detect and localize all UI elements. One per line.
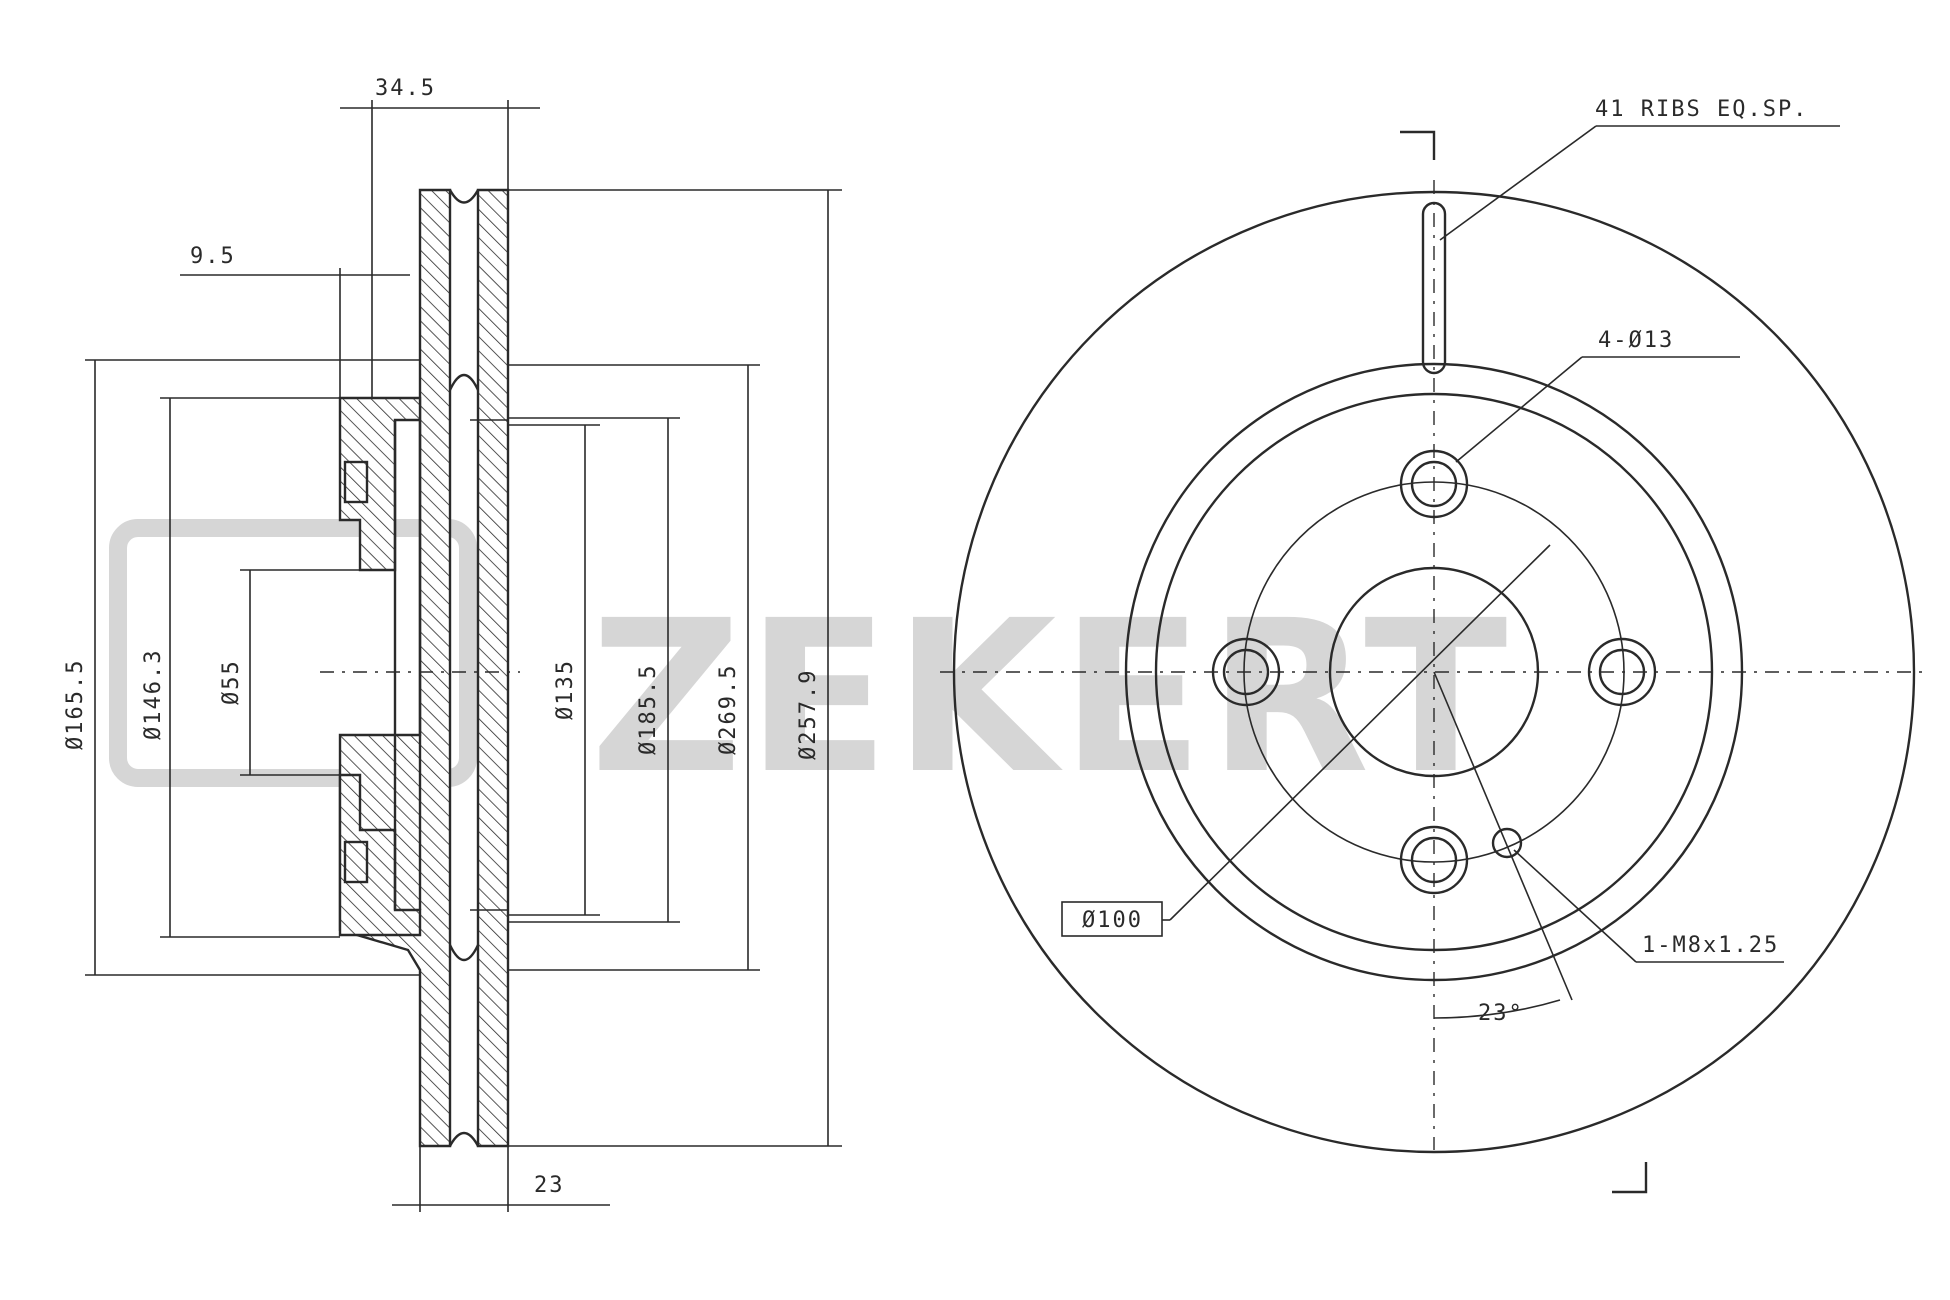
leader-ribs — [1439, 125, 1597, 241]
note-4-holes: 4-Ø13 — [1598, 328, 1674, 353]
dim-dia-257-9: Ø257.9 — [796, 669, 821, 760]
dim-dia-165-5: Ø165.5 — [63, 659, 88, 750]
dim-dia-269-5: Ø269.5 — [716, 664, 741, 755]
angle-arc — [1433, 999, 1561, 1019]
section-view: 34.5 9.5 23 Ø165.5 Ø146.3 Ø55 Ø135 — [63, 76, 842, 1212]
angle-line — [1433, 671, 1573, 1001]
threaded-hole — [1491, 827, 1523, 859]
hat-flange-upper — [338, 396, 422, 572]
dim-dia-146-3: Ø146.3 — [141, 649, 166, 740]
section-marker-bottom — [1612, 1162, 1648, 1194]
bolt-hole-lower — [343, 840, 369, 884]
disc-inner-plate-right — [476, 188, 510, 1148]
leader-holes — [1455, 356, 1583, 463]
vent-channel-mid-lower — [448, 944, 480, 962]
dim-dia-55: Ø55 — [219, 659, 244, 705]
pcd-label-box — [1061, 901, 1163, 937]
dim-dia-185-5: Ø185.5 — [636, 664, 661, 755]
section-marker-top — [1400, 130, 1436, 160]
note-41-ribs: 41 RIBS EQ.SP. — [1595, 97, 1808, 122]
zekert-watermark: ZEKERT — [109, 519, 1511, 820]
dim-34-5: 34.5 — [375, 76, 436, 101]
bolt-hole-upper — [343, 460, 369, 504]
vent-channel-top — [448, 189, 480, 204]
watermark-text: ZEKERT — [590, 575, 1511, 820]
dim-dia-135: Ø135 — [553, 659, 578, 720]
dim-23: 23 — [534, 1173, 565, 1198]
dim-9-5: 9.5 — [190, 244, 236, 269]
leader-pcd — [1169, 544, 1551, 921]
note-angle: 23° — [1478, 1001, 1524, 1026]
vent-channel-bottom — [448, 1131, 480, 1147]
vent-channel-mid-upper — [448, 373, 480, 391]
label-pcd: Ø100 — [1082, 908, 1143, 933]
note-thread: 1-M8x1.25 — [1642, 933, 1779, 958]
leader-thread — [1513, 849, 1637, 963]
front-view: 41 RIBS EQ.SP. 4-Ø13 Ø100 1-M8x1.25 23° — [940, 97, 1930, 1194]
